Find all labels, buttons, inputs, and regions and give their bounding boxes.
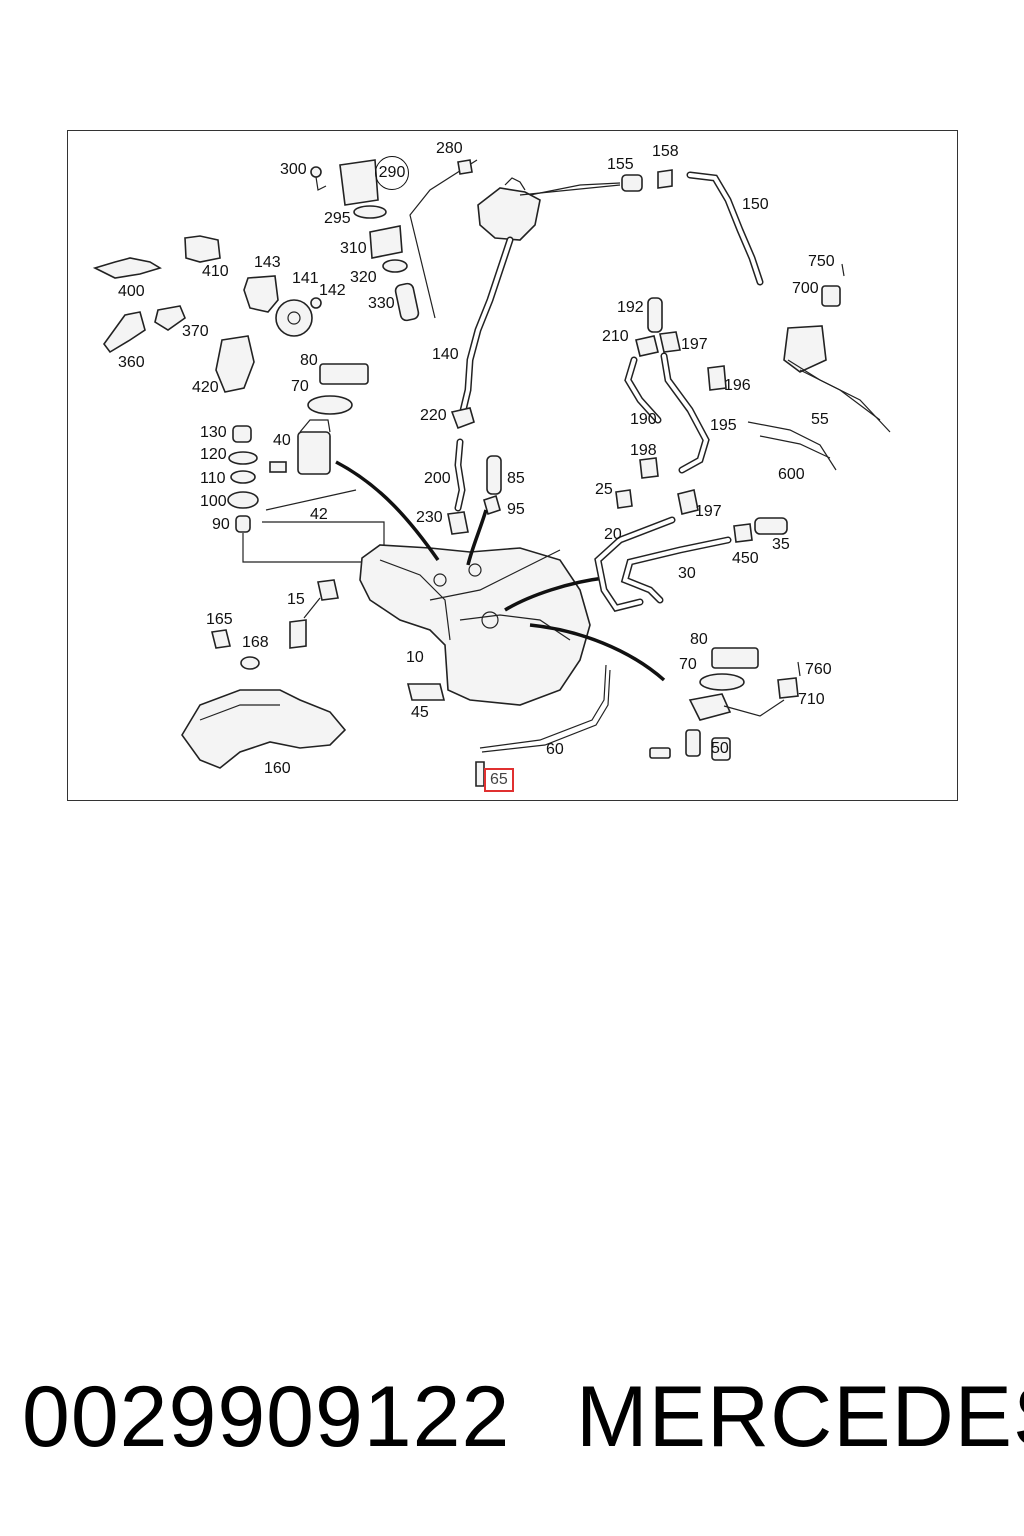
- label-360: 360: [118, 354, 145, 371]
- label-141: 141: [292, 270, 319, 287]
- label-120: 120: [200, 446, 227, 463]
- label-750: 750: [808, 253, 835, 270]
- label-143: 143: [254, 254, 281, 271]
- label-400: 400: [118, 283, 145, 300]
- label-20: 20: [604, 526, 622, 543]
- label-150: 150: [742, 196, 769, 213]
- label-370: 370: [182, 323, 209, 340]
- label-196: 196: [724, 377, 751, 394]
- label-158: 158: [652, 143, 679, 160]
- label-30: 30: [678, 565, 696, 582]
- label-160: 160: [264, 760, 291, 777]
- label-197-bottom: 197: [695, 503, 722, 520]
- label-760: 760: [805, 661, 832, 678]
- label-420: 420: [192, 379, 219, 396]
- label-35: 35: [772, 536, 790, 553]
- label-15: 15: [287, 591, 305, 608]
- hoses-right: [594, 297, 788, 612]
- label-100: 100: [200, 493, 227, 510]
- label-40: 40: [273, 432, 291, 449]
- label-330: 330: [368, 295, 395, 312]
- label-280: 280: [436, 140, 463, 157]
- label-320: 320: [350, 269, 377, 286]
- label-192: 192: [617, 299, 644, 316]
- mounting-washers: [227, 425, 385, 563]
- label-165: 165: [206, 611, 233, 628]
- brackets-left: [92, 235, 322, 393]
- hoses-middle: [447, 407, 502, 535]
- filler-cap-parts: [310, 159, 473, 322]
- fuel-pump-module-right: [649, 647, 801, 761]
- wiring-harness: [747, 263, 891, 471]
- label-600: 600: [778, 466, 805, 483]
- label-90: 90: [212, 516, 230, 533]
- fuel-pump-module-left: [269, 363, 369, 475]
- label-55: 55: [811, 411, 829, 428]
- label-25: 25: [595, 481, 613, 498]
- label-42: 42: [310, 506, 328, 523]
- assembly-arrows: [335, 460, 666, 682]
- label-168: 168: [242, 634, 269, 651]
- label-290: 290: [375, 156, 409, 190]
- label-110: 110: [200, 470, 226, 487]
- fuel-tank: [359, 544, 591, 706]
- label-210: 210: [602, 328, 629, 345]
- label-50: 50: [711, 740, 729, 757]
- label-155: 155: [607, 156, 634, 173]
- label-60: 60: [546, 741, 564, 758]
- label-80-right: 80: [690, 631, 708, 648]
- label-410: 410: [202, 263, 229, 280]
- label-65-highlighted[interactable]: 65: [484, 768, 514, 792]
- label-200: 200: [424, 470, 451, 487]
- lower-left-parts: [181, 579, 446, 769]
- label-80-left: 80: [300, 352, 318, 369]
- label-220: 220: [420, 407, 447, 424]
- level-sender: [475, 664, 611, 787]
- label-195: 195: [710, 417, 737, 434]
- label-142: 142: [319, 282, 346, 299]
- label-295: 295: [324, 210, 351, 227]
- label-140: 140: [432, 346, 459, 363]
- vent-hose-150: [621, 169, 764, 286]
- part-number: 0029909122: [22, 1369, 511, 1465]
- label-450: 450: [732, 550, 759, 567]
- label-710: 710: [798, 691, 825, 708]
- label-190: 190: [630, 411, 657, 428]
- label-85: 85: [507, 470, 525, 487]
- label-130: 130: [200, 424, 227, 441]
- label-300: 300: [280, 161, 307, 178]
- label-45: 45: [411, 704, 429, 721]
- label-70-left: 70: [291, 378, 309, 395]
- brand-name: MERCEDES: [576, 1369, 1024, 1465]
- label-310: 310: [340, 240, 367, 257]
- label-700: 700: [792, 280, 819, 297]
- label-10: 10: [406, 649, 424, 666]
- label-95: 95: [507, 501, 525, 518]
- label-70-right: 70: [679, 656, 697, 673]
- label-198: 198: [630, 442, 657, 459]
- label-197-top: 197: [681, 336, 708, 353]
- label-230: 230: [416, 509, 443, 526]
- filler-neck-assembly: [409, 159, 621, 419]
